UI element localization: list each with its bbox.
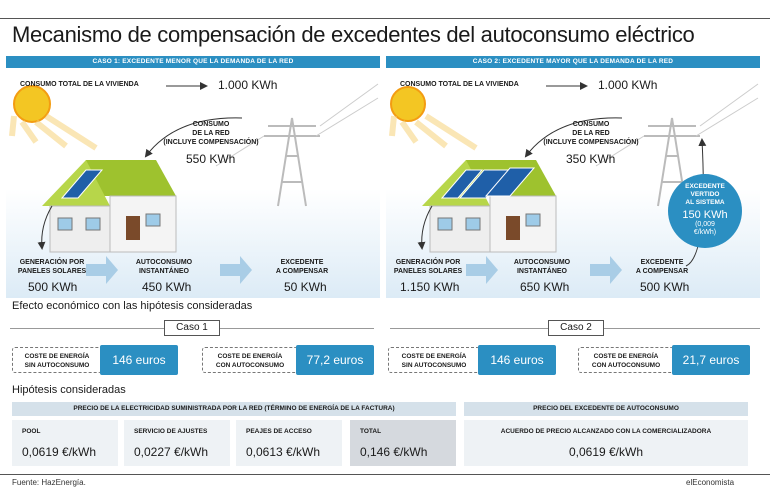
hyp-agreement-label: ACUERDO DE PRECIO ALCANZADO CON LA COMER… — [500, 428, 712, 435]
solar-panel-icon — [440, 167, 536, 199]
power-pylon-icon — [595, 83, 759, 207]
case1-no-self-label: COSTE DE ENERGÍA SIN AUTOCONSUMO — [12, 347, 102, 373]
house-icon — [42, 160, 177, 253]
case2-panel: CASO 2: EXCEDENTE MAYOR QUE LA DEMANDA D… — [386, 56, 760, 298]
hyp-total-label: TOTAL — [360, 428, 382, 435]
case1-total-value: 1.000 KWh — [218, 78, 278, 92]
case1-with-self-value: 77,2 euros — [296, 345, 374, 375]
case2-bubble-note: (0,009 €/kWh) — [693, 221, 717, 236]
hyp-pool-label: POOL — [22, 428, 41, 435]
case2-header: CASO 2: EXCEDENTE MAYOR QUE LA DEMANDA D… — [386, 56, 760, 68]
house-icon — [422, 160, 557, 253]
brand-logo: elEconomista — [686, 478, 735, 487]
hyp-agreement: ACUERDO DE PRECIO ALCANZADO CON LA COMER… — [464, 420, 748, 466]
case2-total-label: CONSUMO TOTAL DE LA VIVIENDA — [400, 81, 519, 88]
case2-with-self-value: 21,7 euros — [672, 345, 750, 375]
page-title: Mecanismo de compensación de excedentes … — [12, 22, 695, 47]
power-pylon-icon — [215, 83, 379, 207]
case2-excess-value: 500 KWh — [640, 280, 690, 294]
sun-icon — [389, 86, 478, 151]
case1-excess-label: EXCEDENTE A COMPENSAR — [275, 259, 329, 275]
source-note: Fuente: HazEnergía. — [12, 478, 86, 487]
price-header: PRECIO DE LA ELECTRICIDAD SUMINISTRADA P… — [12, 402, 456, 416]
flow-arrow-icon — [466, 256, 622, 284]
case2-excess-label: EXCEDENTE A COMPENSAR — [635, 259, 689, 275]
case2-total-value: 1.000 KWh — [598, 78, 658, 92]
top-rule — [0, 18, 770, 19]
case2-gen-value: 1.150 KWh — [400, 280, 460, 294]
hyp-total: TOTAL 0,146 €/kWh — [350, 420, 456, 466]
hyp-total-value: 0,146 €/kWh — [360, 445, 428, 459]
hyp-agreement-value: 0,0619 €/kWh — [568, 445, 644, 459]
hyp-adjustments-label: SERVICIO DE AJUSTES — [134, 428, 208, 435]
bottom-rule — [0, 474, 770, 475]
case1-gen-label: GENERACIÓN POR PANELES SOLARES — [17, 259, 87, 275]
hyp-adjustments-value: 0,0227 €/kWh — [134, 445, 209, 459]
case1-self-label: AUTOCONSUMO INSTANTÁNEO — [135, 259, 193, 275]
hyp-access-tolls: PEAJES DE ACCESO 0,0613 €/kWh — [236, 420, 342, 466]
case2-illustration — [389, 82, 759, 284]
case1-no-self-value: 146 euros — [100, 345, 178, 375]
case2-no-self-value: 146 euros — [478, 345, 556, 375]
case2-grid-label: CONSUMO DE LA RED (INCLUYE COMPENSACIÓN) — [543, 121, 639, 146]
case1-grid-label: CONSUMO DE LA RED (INCLUYE COMPENSACIÓN) — [163, 121, 259, 146]
hyp-pool: POOL 0,0619 €/kWh — [12, 420, 118, 466]
case1-with-self-label: COSTE DE ENERGÍA CON AUTOCONSUMO — [202, 347, 298, 373]
hyp-pool-value: 0,0619 €/kWh — [22, 445, 97, 459]
case2-tab: Caso 2 — [548, 320, 604, 336]
case2-no-self-label: COSTE DE ENERGÍA SIN AUTOCONSUMO — [388, 347, 480, 373]
flow-arrow-icon — [86, 256, 252, 284]
case2-bubble-value: 150 KWh — [682, 209, 728, 221]
economic-heading: Efecto económico con las hipótesis consi… — [12, 300, 253, 312]
case1-gen-value: 500 KWh — [28, 280, 78, 294]
sun-icon — [9, 85, 98, 151]
case2-with-self-label: COSTE DE ENERGÍA CON AUTOCONSUMO — [578, 347, 674, 373]
solar-panel-icon — [60, 169, 104, 199]
case2-grid-value: 350 KWh — [566, 152, 616, 166]
case2-gen-label: GENERACIÓN POR PANELES SOLARES — [393, 259, 463, 275]
case1-panel: CASO 1: EXCEDENTE MENOR QUE LA DEMANDA D… — [6, 56, 380, 298]
case2-self-value: 650 KWh — [520, 280, 570, 294]
case1-self-value: 450 KWh — [142, 280, 192, 294]
case1-tab: Caso 1 — [164, 320, 220, 336]
hyp-access-tolls-value: 0,0613 €/kWh — [246, 445, 321, 459]
case2-excess-bubble: EXCEDENTE VERTIDO AL SISTEMA 150 KWh (0,… — [668, 174, 742, 248]
case2-self-label: AUTOCONSUMO INSTANTÁNEO — [513, 259, 571, 275]
case1-excess-value: 50 KWh — [284, 280, 327, 294]
excess-price-header: PRECIO DEL EXCEDENTE DE AUTOCONSUMO — [464, 402, 748, 416]
hyp-access-tolls-label: PEAJES DE ACCESO — [246, 428, 312, 435]
case2-bubble-label: EXCEDENTE VERTIDO AL SISTEMA — [685, 183, 725, 206]
case1-grid-value: 550 KWh — [186, 152, 236, 166]
case1-total-label: CONSUMO TOTAL DE LA VIVIENDA — [20, 81, 139, 88]
case1-illustration — [9, 82, 379, 284]
case1-header: CASO 1: EXCEDENTE MENOR QUE LA DEMANDA D… — [6, 56, 380, 68]
hyp-adjustments: SERVICIO DE AJUSTES 0,0227 €/kWh — [124, 420, 230, 466]
hypotheses-heading: Hipótesis consideradas — [12, 384, 126, 396]
